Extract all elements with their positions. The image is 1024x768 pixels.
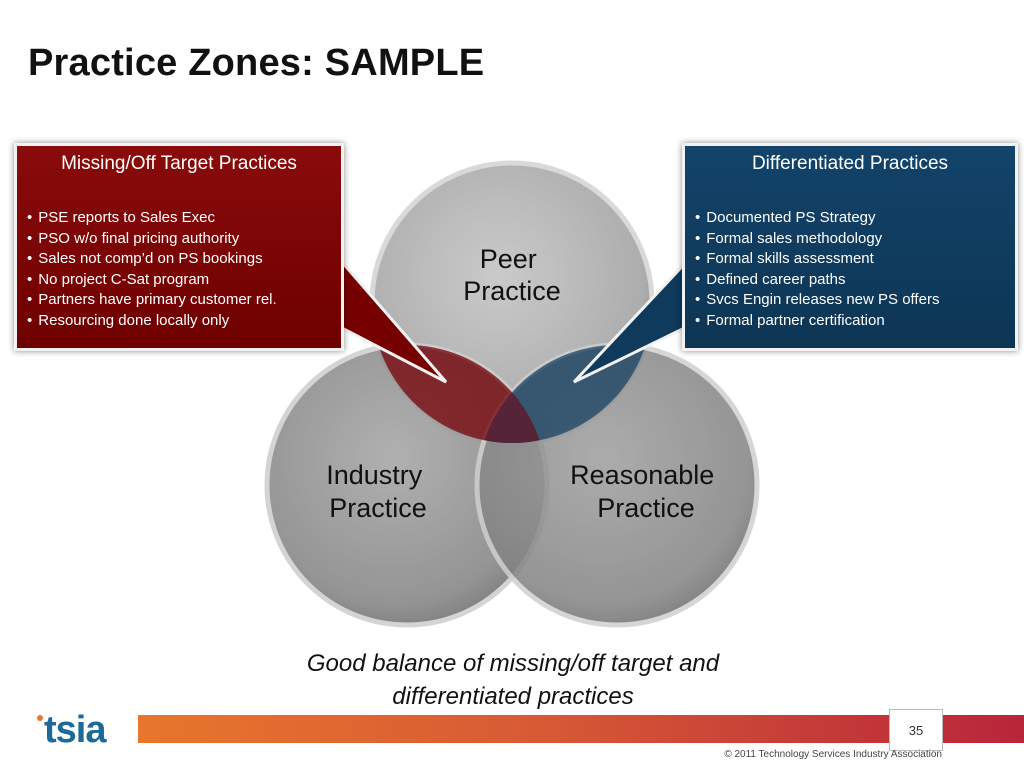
list-item: Formal skills assessment bbox=[695, 249, 1007, 270]
reasonable-practice-label: Reasonable Practice bbox=[570, 460, 722, 523]
list-item: Partners have primary customer rel. bbox=[27, 290, 333, 311]
differentiated-practices-overlap bbox=[477, 345, 652, 443]
copyright-text: © 2011 Technology Services Industry Asso… bbox=[724, 749, 942, 760]
list-item: Formal sales methodology bbox=[695, 229, 1007, 250]
caption-line-1: Good balance of missing/off target and bbox=[306, 650, 720, 677]
list-item: No project C-Sat program bbox=[27, 270, 333, 291]
list-item: Sales not comp’d on PS bookings bbox=[27, 249, 333, 270]
caption-line-2: differentiated practices bbox=[392, 683, 634, 710]
logo-text: tsia bbox=[44, 709, 107, 750]
page-number: 35 bbox=[889, 709, 943, 751]
list-item: Documented PS Strategy bbox=[695, 208, 1007, 229]
list-item: Svcs Engin releases new PS offers bbox=[695, 290, 1007, 311]
industry-practice-label: Industry Practice bbox=[326, 460, 430, 523]
summary-caption: Good balance of missing/off target and d… bbox=[250, 647, 776, 713]
list-item: Defined career paths bbox=[695, 270, 1007, 291]
missing-practices-title: Missing/Off Target Practices bbox=[61, 153, 297, 174]
differentiated-practices-title: Differentiated Practices bbox=[751, 153, 949, 174]
slide-title: Practice Zones: SAMPLE bbox=[28, 42, 485, 84]
missing-practices-callout: Missing/Off Target Practices PSE reports… bbox=[14, 143, 344, 351]
missing-practices-list: PSE reports to Sales Exec PSO w/o final … bbox=[27, 208, 333, 331]
footer-band bbox=[138, 715, 1024, 743]
list-item: Formal partner certification bbox=[695, 311, 1007, 332]
logo-dot bbox=[37, 715, 43, 721]
list-item: Resourcing done locally only bbox=[27, 311, 333, 332]
differentiated-practices-list: Documented PS Strategy Formal sales meth… bbox=[695, 208, 1007, 331]
list-item: PSO w/o final pricing authority bbox=[27, 229, 333, 250]
missing-practices-overlap bbox=[372, 345, 547, 443]
list-item: PSE reports to Sales Exec bbox=[27, 208, 333, 229]
tsia-logo: tsia bbox=[37, 709, 108, 750]
peer-practice-label: Peer Practice bbox=[463, 244, 561, 306]
differentiated-practices-callout: Differentiated Practices Documented PS S… bbox=[682, 143, 1018, 351]
